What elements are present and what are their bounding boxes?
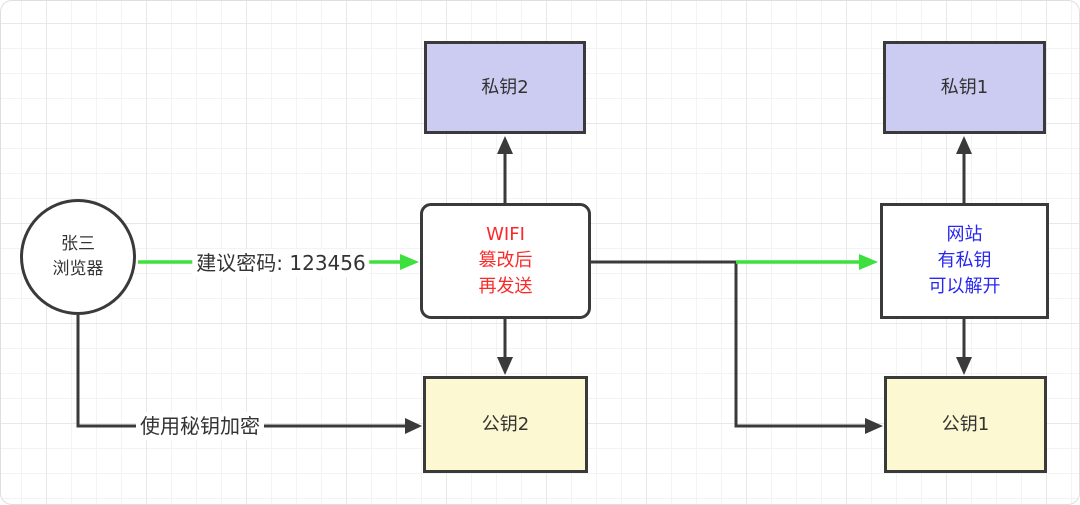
node-private-key-2-label: 私钥2 (481, 76, 529, 98)
node-wifi-attacker: WIFI 篡改后 再发送 (420, 203, 591, 319)
node-browser: 张三 浏览器 (20, 199, 136, 315)
node-private-key-1: 私钥1 (883, 41, 1046, 134)
arrow-head-into-public-key-2 (405, 418, 422, 434)
node-public-key-2-label: 公钥2 (481, 413, 530, 435)
node-public-key-1-label: 公钥1 (941, 413, 990, 435)
node-browser-label-line2: 浏览器 (52, 259, 104, 279)
node-private-key-2: 私钥2 (424, 41, 586, 134)
node-website-label-line2: 有私钥 (937, 250, 992, 271)
edge-label-suggested-password: 建议密码: 123456 (192, 249, 370, 277)
arrow-head-into-website (859, 254, 878, 270)
node-wifi-label-line1: WIFI (486, 224, 525, 245)
node-public-key-2: 公钥2 (423, 376, 588, 473)
node-wifi-label-line3: 再发送 (478, 276, 533, 297)
arrow-head-into-public-key-2-top (497, 357, 513, 375)
edge-label-encrypt-with-key: 使用秘钥加密 (136, 412, 264, 440)
node-wifi-label-line2: 篡改后 (478, 250, 533, 271)
connector-wifi-to-public-key-1 (591, 260, 867, 428)
arrow-head-into-public-key-1 (865, 418, 883, 434)
node-browser-label-line1: 张三 (61, 234, 95, 254)
arrow-head-into-wifi (400, 254, 419, 270)
node-public-key-1: 公钥1 (884, 376, 1047, 473)
node-website-label-line1: 网站 (946, 224, 983, 245)
node-private-key-1-label: 私钥1 (940, 76, 989, 98)
connector-browser-to-public-key-2 (76, 315, 407, 428)
node-website-label-line3: 可以解开 (928, 276, 1001, 297)
arrow-head-into-public-key-1-top (956, 357, 972, 375)
arrow-head-into-private-key-2 (497, 136, 513, 154)
node-website: 网站 有私钥 可以解开 (880, 203, 1049, 319)
arrow-head-into-private-key-1 (956, 136, 972, 154)
